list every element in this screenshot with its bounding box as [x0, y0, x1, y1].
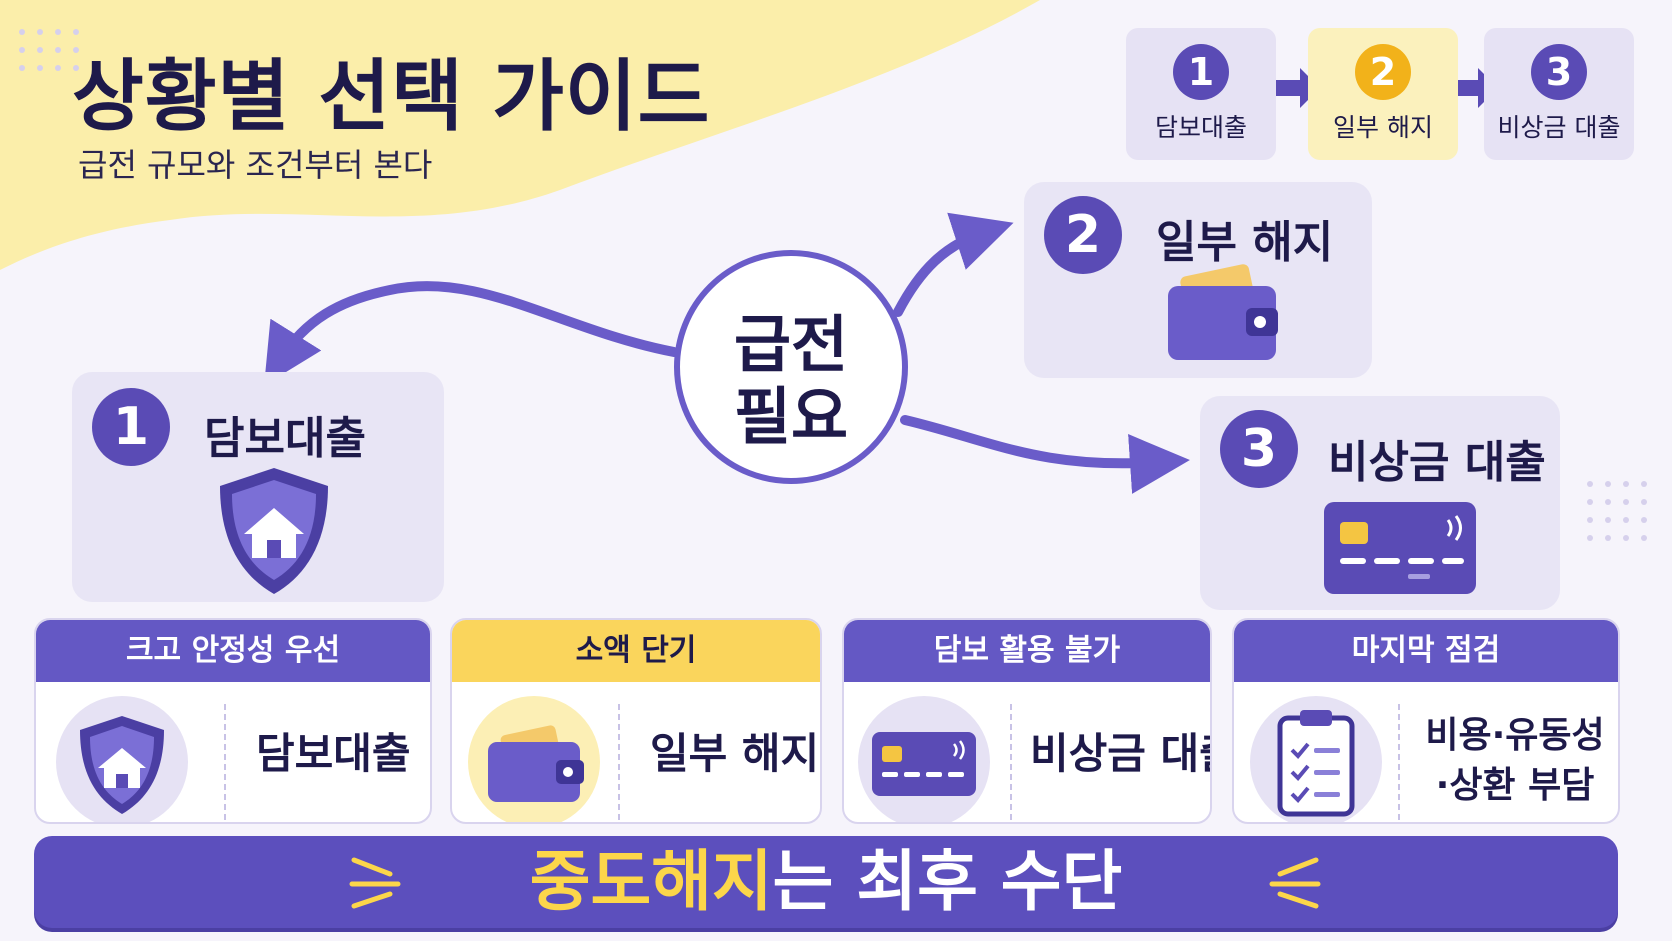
panel-no-collateral: 담보 활용 불가 비상금 대출 [842, 618, 1212, 824]
page-title: 상황별 선택 가이드 [72, 52, 711, 142]
option-number-2: 2 [1044, 196, 1122, 274]
panel-header-3: 담보 활용 불가 [844, 620, 1210, 682]
step-indicator-1: 1 담보대출 [1126, 28, 1276, 160]
banner-rest: 는 최후 수단 [772, 843, 1123, 920]
option-title-3: 비상금 대출 [1328, 437, 1546, 488]
option-card-collateral-loan: 1 담보대출 [72, 372, 444, 602]
panel-icon-bg-4 [1250, 696, 1382, 822]
wallet-icon [1168, 264, 1278, 360]
page-subtitle: 급전 규모와 조건부터 본다 [78, 146, 433, 184]
dot-grid-topleft [19, 29, 79, 71]
step-indicator-2: 2 일부 해지 [1308, 28, 1458, 160]
step-label-2: 일부 해지 [1333, 113, 1433, 142]
panel-divider-4 [1398, 704, 1400, 820]
yellow-wave-shape [0, 0, 1040, 270]
panel-divider-3 [1010, 704, 1012, 820]
sparkle-right-icon [1269, 857, 1321, 909]
clipboard-checklist-icon [1277, 710, 1355, 817]
panel-final-check: 마지막 점검 비용·유동성 ·상환 부담 [1232, 618, 1620, 824]
panel-label-4-line-1: 비용·유동성 [1425, 715, 1605, 756]
hub-line-2: 필요 [733, 380, 849, 453]
option-card-partial-withdrawal: 2 일부 해지 [1024, 182, 1372, 378]
sparkle-left-icon [349, 857, 401, 909]
panel-icon-bg-1 [56, 696, 188, 822]
panel-divider-1 [224, 704, 226, 820]
step-label-1: 담보대출 [1154, 113, 1247, 142]
option-card-emergency-loan: 3 비상금 대출 [1200, 396, 1560, 610]
banner-text: 중도해지는 최후 수단 [34, 836, 1618, 928]
panel-small-short: 소액 단기 일부 해지 [450, 618, 822, 824]
option-number-1: 1 [92, 388, 170, 466]
banner-highlight: 중도해지 [529, 843, 773, 920]
step-number-2: 2 [1355, 44, 1411, 100]
step-indicator-3: 3 비상금 대출 [1484, 28, 1634, 160]
arrow-to-option-2 [893, 212, 1014, 317]
arrow-to-option-3 [900, 415, 1190, 494]
hub-line-1: 급전 [733, 308, 849, 381]
step-number-3: 3 [1531, 44, 1587, 100]
panel-header-1: 크고 안정성 우선 [36, 620, 430, 682]
option-number-3: 3 [1220, 410, 1298, 488]
bottom-banner: 중도해지는 최후 수단 [34, 836, 1618, 928]
panel-header-4: 마지막 점검 [1234, 620, 1618, 682]
credit-card-icon [1324, 502, 1476, 594]
shield-house-icon [220, 468, 328, 594]
panel-label-3: 비상금 대출 [1030, 729, 1210, 778]
panel-label-4-line-2: ·상환 부담 [1435, 765, 1595, 806]
panel-label-2: 일부 해지 [650, 729, 820, 778]
option-title-1: 담보대출 [204, 413, 366, 464]
panel-header-2: 소액 단기 [452, 620, 820, 682]
panel-label-1: 담보대출 [256, 729, 411, 778]
panel-large-stable: 크고 안정성 우선 담보대출 [34, 618, 432, 824]
option-title-2: 일부 해지 [1156, 217, 1334, 268]
shield-house-icon [80, 716, 164, 814]
hub-circle: 급전 필요 [674, 250, 908, 484]
panel-icon-bg-3 [858, 696, 990, 822]
step-number-1: 1 [1173, 44, 1229, 100]
arrow-to-option-1 [264, 281, 679, 386]
dot-grid-right [1587, 481, 1647, 541]
credit-card-icon [872, 732, 976, 796]
panel-divider-2 [618, 704, 620, 820]
panel-icon-bg-2 [468, 696, 600, 822]
wallet-icon [488, 725, 584, 802]
step-label-3: 비상금 대출 [1497, 113, 1621, 142]
